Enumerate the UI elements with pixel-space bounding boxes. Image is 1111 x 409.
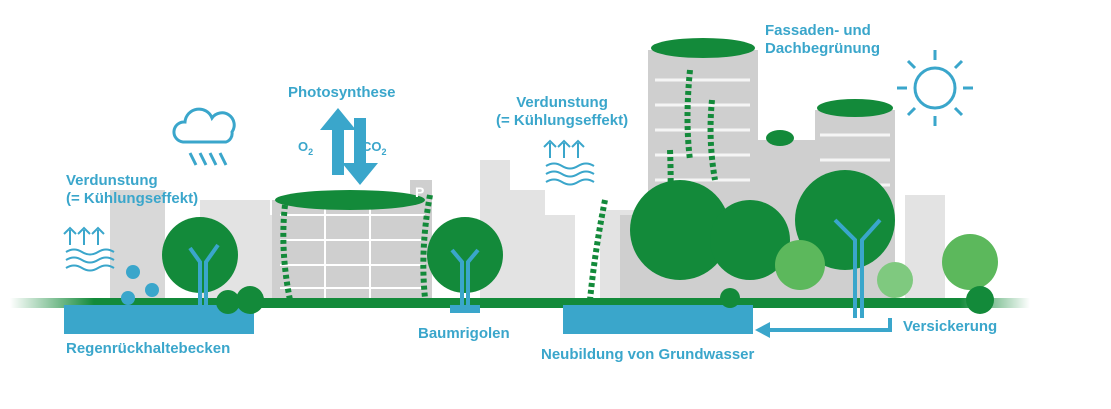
label-grundwasser: Neubildung von Grundwasser — [541, 346, 755, 363]
rain-cloud-icon — [172, 107, 236, 166]
trees — [162, 170, 998, 314]
raindrops-icon — [121, 265, 159, 305]
label-verdunstung-mid: Verdunstung(= Kühlungseffekt) — [496, 94, 628, 130]
label-versickerung: Versickerung — [903, 318, 998, 335]
parking-garage — [272, 180, 432, 300]
tree-trench — [450, 305, 480, 313]
roof-greening — [275, 38, 893, 210]
evaporation-icon-mid — [543, 139, 595, 186]
verdunstung-left-line1: Verdunstung — [66, 172, 158, 189]
o2-subscript: 2 — [308, 147, 314, 157]
ground-line-right — [560, 298, 1030, 308]
co2-text: CO — [362, 139, 382, 154]
fassaden-line2: Dachbegrünung — [765, 40, 880, 57]
label-co2: CO2 — [362, 138, 387, 161]
evaporation-icon-left — [63, 226, 115, 272]
tree-roots — [188, 218, 882, 318]
photosynthesis-arrows-icon — [320, 108, 378, 185]
co2-subscript: 2 — [381, 147, 387, 157]
fassaden-line1: Fassaden- und — [765, 22, 871, 39]
verdunstung-left-line2: (= Kühlungseffekt) — [66, 190, 199, 207]
groundwater-basin — [563, 305, 753, 334]
o2-text: O — [298, 139, 309, 154]
verdunstung-mid-line2: (= Kühlungseffekt) — [496, 112, 629, 129]
label-o2: O2 — [298, 138, 313, 161]
label-verdunstung-left: Verdunstung(= Kühlungseffekt) — [66, 172, 198, 208]
ground-line-left — [10, 298, 570, 308]
label-regenrueckhaltebecken: Regenrückhaltebecken — [66, 340, 231, 357]
label-baumrigolen: Baumrigolen — [418, 325, 510, 342]
verdunstung-mid-line1: Verdunstung — [516, 94, 608, 111]
sun-icon — [897, 50, 973, 126]
parking-sign: P — [415, 184, 425, 200]
infiltration-arrow-icon — [765, 318, 892, 332]
label-photosynthese: Photosynthese — [288, 84, 396, 101]
